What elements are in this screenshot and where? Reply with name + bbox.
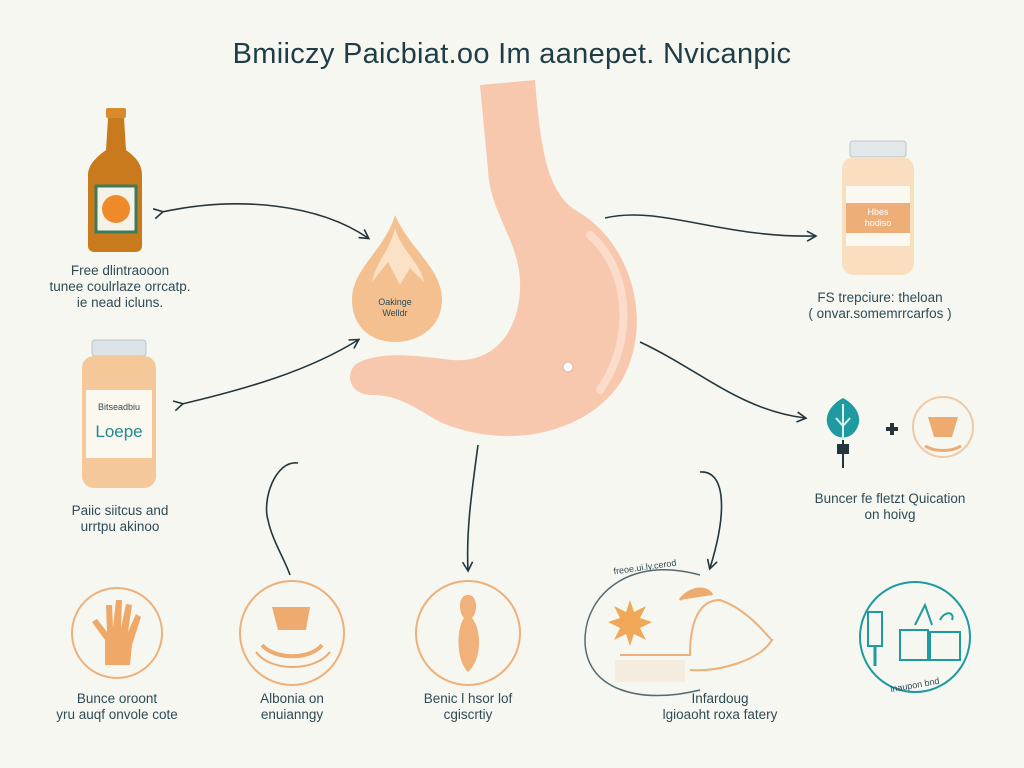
herb-plant-icon — [826, 398, 860, 468]
label-line: ( onvar.somemrrcarfos ) — [808, 306, 952, 321]
bottom-label-2: Albonia on enuianngy — [222, 691, 362, 723]
bowl-icon — [239, 580, 345, 686]
droplet-label-line: Welldr — [382, 308, 408, 318]
label-line: Free dlintraooon — [70, 263, 170, 278]
label-line: cgiscrtiy — [443, 707, 493, 722]
label-line: yru auqf onvole cote — [56, 707, 178, 722]
supplement-jar-icon — [842, 140, 914, 275]
label-line: FS trepciure: theloan — [817, 290, 943, 305]
bottom-label-3: Benic l hsor lof cgiscrtiy — [398, 691, 538, 723]
sun-landscape-icon — [584, 569, 774, 697]
connector-arrows — [152, 203, 818, 576]
label-line: Infardoug — [691, 691, 749, 706]
label-line: Albonia on — [260, 691, 324, 706]
label-line: Benic l hsor lof — [423, 691, 513, 706]
label-line: enuianngy — [260, 707, 324, 722]
droplet-label: Oakinge Welldr — [355, 297, 435, 319]
plus-icon — [886, 423, 898, 435]
right-label-1: FS trepciure: theloan ( onvar.somemrrcar… — [770, 290, 990, 322]
label-line: Paiic siitcus and — [71, 503, 169, 518]
hand-icon — [71, 587, 163, 679]
kitchen-tools-icon — [859, 581, 971, 693]
stomach-illustration — [349, 80, 637, 437]
label-line: urrtpu akinoo — [80, 519, 160, 534]
right-label-2: Buncer fe fletzt Quication on hoivg — [770, 491, 1010, 523]
label-line: Buncer fe fletzt Quication — [814, 491, 966, 506]
label-line: lgioaoht roxa fatery — [662, 707, 778, 722]
label-line: on hoivg — [864, 507, 916, 522]
tea-cup-icon — [912, 396, 974, 458]
medicine-jar-icon — [82, 339, 156, 488]
label-line: tunee coulrlaze orrcatp. — [49, 279, 191, 294]
label-line: Bunce oroont — [76, 691, 158, 706]
left-label-1: Free dlintraooon tunee coulrlaze orrcatp… — [20, 263, 220, 311]
droplet-label-line: Oakinge — [378, 297, 412, 307]
page-title: Bmiiczy Paicbiat.oo Im aanepet. Nvicanpi… — [232, 38, 792, 70]
label-line: ie nead icluns. — [76, 295, 164, 310]
label-line: hodiso — [864, 218, 892, 228]
digestive-organ-icon — [415, 580, 521, 686]
jar-label-top: Bitseadbiu — [97, 402, 141, 412]
right-jar-label: Hbes hodiso — [846, 207, 910, 229]
jar-label-main: Loepe — [95, 422, 143, 441]
label-line: Hbes — [867, 207, 889, 217]
droplet-icon — [352, 215, 442, 342]
bottom-label-1: Bunce oroont yru auqf onvole cote — [27, 691, 207, 723]
left-label-2: Paiic siitcus and urrtpu akinoo — [20, 503, 220, 535]
sauce-bottle-icon — [88, 108, 142, 252]
bottom-label-4: Infardoug lgioaoht roxa fatery — [620, 691, 820, 723]
